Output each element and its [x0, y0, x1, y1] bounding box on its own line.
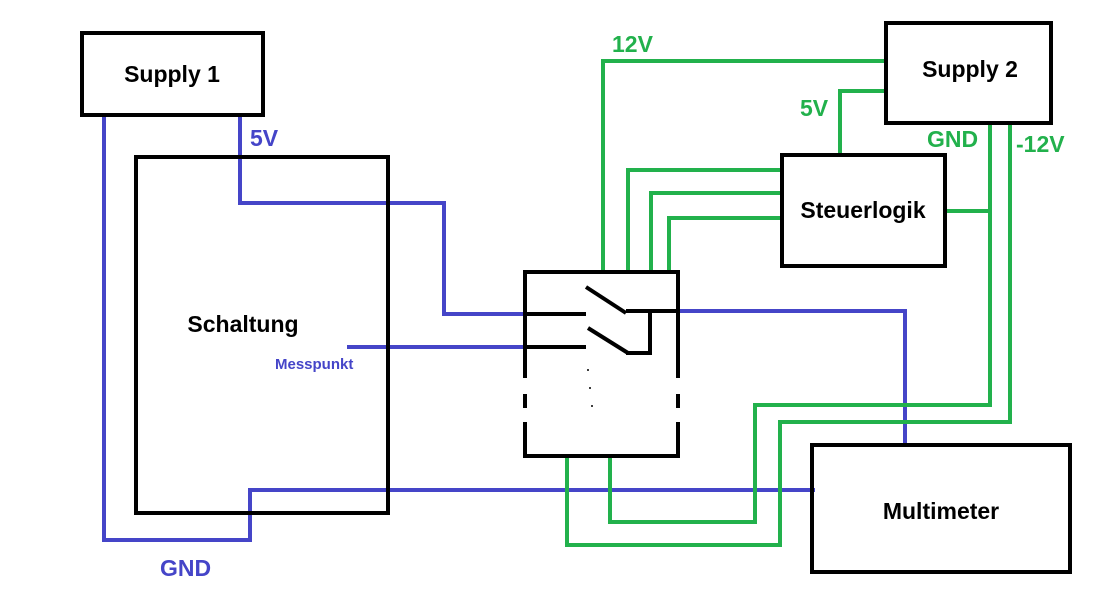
- supply2-gnd-label: GND: [927, 126, 978, 152]
- supply2-5v-label: 5V: [800, 95, 829, 121]
- supply2-box: [884, 21, 1053, 125]
- supply2-neg12v-label: -12V: [1016, 131, 1065, 157]
- multimeter-box: [810, 443, 1072, 574]
- multimeter-label: Multimeter: [883, 498, 999, 524]
- wire-supply2-5v: [838, 89, 886, 155]
- supply1-box: [80, 31, 265, 117]
- steuerlogik-box: [780, 153, 947, 268]
- supply2-label: Supply 2: [922, 56, 1018, 82]
- switch-box-top: [523, 270, 680, 378]
- supply2-12v-label: 12V: [612, 31, 654, 57]
- green-wires: [565, 59, 1012, 547]
- wire-control-3: [667, 216, 782, 272]
- switch-dot-3: [591, 405, 593, 407]
- supply1-5v-label: 5V: [250, 125, 279, 151]
- blue-wires: [102, 115, 907, 542]
- switch-relay: [523, 270, 680, 458]
- messpunkt-label: Messpunkt: [275, 356, 353, 373]
- wire-supply1-gnd: [102, 115, 815, 542]
- supply1-label: Supply 1: [124, 61, 220, 87]
- schaltung-box: [134, 155, 390, 515]
- switch-dot-2: [589, 387, 591, 389]
- switch-lever-b: [586, 326, 630, 355]
- switch-dot-1: [587, 369, 589, 371]
- switch-box-bottom: [523, 422, 680, 458]
- wire-control-1: [626, 168, 782, 272]
- wire-supply2-12v: [601, 59, 886, 272]
- wire-supply2-neg12v: [565, 123, 1012, 547]
- wire-supply2-gnd: [608, 123, 992, 524]
- switch-bridge: [626, 311, 652, 355]
- schaltung-label: Schaltung: [187, 311, 298, 337]
- wire-control-2: [649, 191, 782, 272]
- switch-lever-a: [584, 285, 628, 315]
- steuerlogik-label: Steuerlogik: [800, 197, 925, 223]
- supply1-gnd-label: GND: [160, 555, 211, 581]
- wire-switch-to-multimeter: [678, 309, 907, 445]
- wire-supply1-5v: [238, 115, 525, 316]
